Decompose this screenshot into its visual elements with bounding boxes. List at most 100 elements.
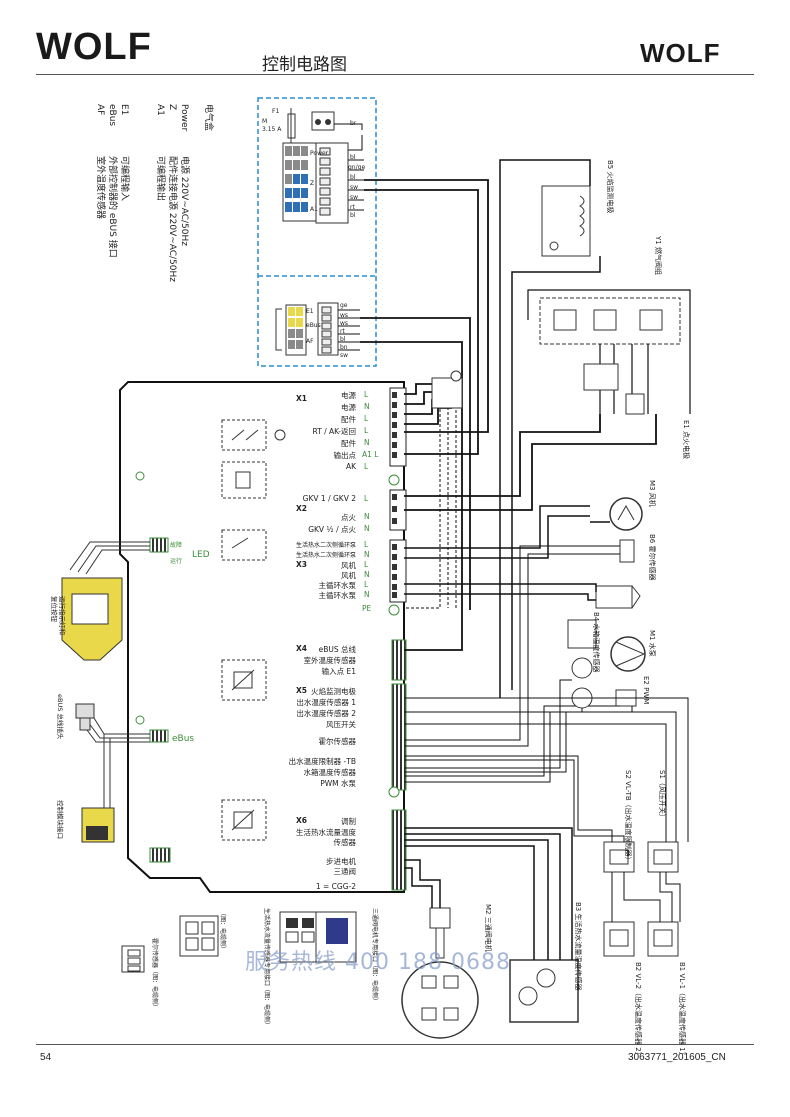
fuse-label: F1 xyxy=(272,108,280,115)
main-wiring xyxy=(360,179,489,651)
signal-wire-color-4: bl xyxy=(340,336,346,343)
legend-code-z: Z xyxy=(167,104,177,111)
footer-rule xyxy=(36,1044,754,1045)
ebus-label: eBus xyxy=(172,734,195,744)
x2-pin-2-name: 点火 xyxy=(341,513,356,522)
plug-valve-motor xyxy=(315,911,357,963)
x2-pin-2-term: N xyxy=(364,512,370,521)
pump-power-wires xyxy=(404,583,597,601)
m2-valve-motor xyxy=(401,907,479,1039)
board-connector-x2 xyxy=(389,489,407,531)
x3-pin-1-term: L xyxy=(364,540,369,549)
m1-pump xyxy=(610,636,646,672)
signal-label-ebus: eBus xyxy=(306,322,321,329)
signal-wire-color-1: ws xyxy=(340,312,349,319)
e1-ignition xyxy=(583,363,645,415)
x3-pin-4-term: N xyxy=(364,570,370,579)
board-connector-x5 xyxy=(391,683,407,791)
wire-color-0: br xyxy=(350,120,357,127)
x6-pin-6-name: 1 = CGG-2 xyxy=(315,882,356,891)
fuse-rating: 3.15 A xyxy=(262,126,282,133)
board-connector-x6 xyxy=(391,809,407,891)
x1-pin-7-term: L xyxy=(364,462,369,471)
x3-pin-6-name: 主循环水泵 xyxy=(318,591,357,600)
e1-label: E1 点火电极 xyxy=(682,420,690,460)
wire-color-7: bl xyxy=(350,212,356,219)
x3-pin-6-term: N xyxy=(364,590,370,599)
connector-id-x1: X1 xyxy=(296,394,308,403)
x2-pin-3-name: GKV ½ / 点火 xyxy=(308,525,356,534)
wolf-logo-left: WOLF xyxy=(36,26,152,68)
s2-temp-limiter xyxy=(603,841,635,873)
b5-flame-electrode xyxy=(541,185,591,257)
signal-wire-color-5: bn xyxy=(340,344,348,351)
header-rule xyxy=(36,74,754,75)
x5-pin-5-name: 霍尔传感器 xyxy=(318,737,357,746)
x6-pin-2-name: 生活热水流量温度 xyxy=(296,828,356,837)
x1-pin-2-term: N xyxy=(364,402,370,411)
x2-pin-1-name: GKV 1 / GKV 2 xyxy=(302,494,356,503)
x1-pin-3-term: L xyxy=(364,414,369,423)
wire-color-4: sw xyxy=(350,184,359,191)
led-wire-label-2: 运行 xyxy=(170,558,183,565)
signal-block-wires xyxy=(338,309,360,351)
b5-wires xyxy=(499,159,601,698)
x1-pin-5-name: 配件 xyxy=(341,439,356,448)
x1-pin-2-name: 电源 xyxy=(341,403,356,412)
x5-pin-3-name: 出水温度传感器 2 xyxy=(296,709,356,718)
x3-pin-5-name: 主循环水泵 xyxy=(318,581,357,590)
wolf-logo-right: WOLF xyxy=(640,38,721,68)
x1-pin-4-term: L xyxy=(364,426,369,435)
legend-desc-e1: 可编程输入 xyxy=(119,156,129,202)
pwm-wires xyxy=(404,705,633,783)
signal-wire-color-0: ge xyxy=(340,302,348,309)
fuse-f1 xyxy=(287,108,335,144)
legend-code-e1: E1 xyxy=(119,104,129,116)
legend-code-af: AF xyxy=(95,104,105,116)
board-connector-x4 xyxy=(391,639,407,681)
signal-wire-color-2: ws xyxy=(340,320,349,327)
board-symbols xyxy=(221,419,286,841)
electrical-box-wires xyxy=(334,123,364,211)
x3-pin-3-name: 风机 xyxy=(341,561,356,570)
legend-desc-ebus: 外部控制器的 eBUS 接口 xyxy=(107,156,117,258)
signal-wire-color-3: rt xyxy=(340,328,345,335)
fuse-type: M xyxy=(262,118,268,125)
wire-color-3: bl xyxy=(350,174,356,181)
wire-color-5: sw xyxy=(350,194,359,201)
y1-label: Y1 燃气阀组 xyxy=(654,236,662,275)
x4-pin-3-name: 输入点 E1 xyxy=(321,667,356,676)
wire-color-1: bl xyxy=(350,154,356,161)
b3-dhw-flow-sensor xyxy=(509,959,579,1023)
x1-pin-1-term: L xyxy=(364,390,369,399)
led-module-wires xyxy=(69,541,150,575)
control-module-label: 控制模块接口 xyxy=(56,800,64,839)
legend-code-ebus: eBus xyxy=(107,104,117,127)
x6-pin-5-name: 三通阀 xyxy=(333,867,357,876)
led-module xyxy=(61,577,123,661)
x5-pin-6-name: 出水温度限制器 -TB xyxy=(288,757,356,766)
x1-pin-7-name: AK xyxy=(345,462,356,471)
board-led-header xyxy=(149,537,171,863)
control-module xyxy=(81,807,115,843)
board-test-points xyxy=(135,471,400,798)
control-module-wires xyxy=(103,734,111,810)
x3-pin-1-name: 生活热水二次侧循环泵 xyxy=(295,542,356,549)
x1-pin-6-term: A1 L xyxy=(362,450,379,459)
x2-pin-3-term: N xyxy=(364,524,370,533)
b4-label: B4 水箱温度传感器 xyxy=(592,612,600,673)
x5-pin-7-name: 水箱温度传感器 xyxy=(303,768,357,777)
y1-gas-valve xyxy=(539,297,681,345)
signal-wire-color-6: sw xyxy=(340,352,349,359)
x1-pin-6-name: 输出点 xyxy=(333,451,357,460)
x4-pin-2-name: 室外温度传感器 xyxy=(303,656,357,665)
b6-wires xyxy=(404,545,620,747)
x3-pin-3-term: L xyxy=(364,560,369,569)
wire-color-2: gn/ge xyxy=(348,164,366,171)
e2-label: E2 PWM xyxy=(642,676,650,705)
group-label-z: Z xyxy=(310,180,315,187)
b5-label: B5 火焰监测电极 xyxy=(606,160,614,214)
x6-pin-3-name: 传感器 xyxy=(333,838,357,847)
x5-pin-1-name: 火焰监测电极 xyxy=(311,687,356,696)
